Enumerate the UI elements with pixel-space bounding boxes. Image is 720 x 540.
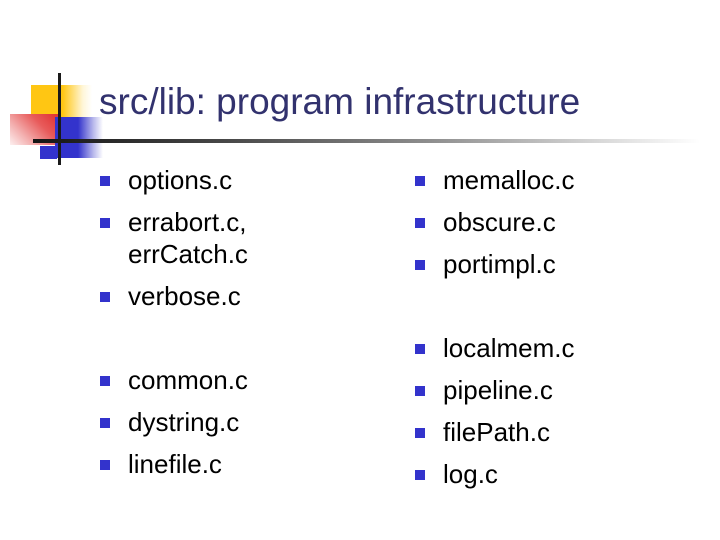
square-bullet-icon	[415, 260, 425, 270]
list-item: options.c	[100, 164, 340, 196]
square-bullet-icon	[100, 292, 110, 302]
square-bullet-icon	[415, 470, 425, 480]
list-item-text: obscure.c	[443, 207, 556, 237]
list-item-text: verbose.c	[128, 281, 241, 311]
bullet-group: memalloc.c obscure.c portimpl.c	[415, 164, 655, 280]
list-item: pipeline.c	[415, 374, 655, 406]
crosshair-vertical-line	[58, 73, 61, 165]
list-item: verbose.c	[100, 280, 340, 312]
square-bullet-icon	[100, 218, 110, 228]
list-item: dystring.c	[100, 406, 340, 438]
bullet-group: common.c dystring.c linefile.c	[100, 364, 340, 480]
list-item-text: options.c	[128, 165, 233, 195]
list-item-text: log.c	[443, 459, 498, 489]
list-item-text: linefile.c	[128, 449, 222, 479]
list-item-text: errabort.c, errCatch.c	[128, 207, 248, 269]
title-underline-rule	[33, 139, 700, 143]
list-item-text: memalloc.c	[443, 165, 575, 195]
bullet-group: options.c errabort.c, errCatch.c verbose…	[100, 164, 340, 312]
list-item: obscure.c	[415, 206, 655, 238]
list-item: common.c	[100, 364, 340, 396]
list-item: portimpl.c	[415, 248, 655, 280]
accent-blue-square	[55, 117, 103, 158]
bullet-column-right: memalloc.c obscure.c portimpl.c localmem…	[415, 164, 655, 500]
square-bullet-icon	[100, 418, 110, 428]
list-item-text: dystring.c	[128, 407, 240, 437]
list-item: linefile.c	[100, 448, 340, 480]
square-bullet-icon	[415, 386, 425, 396]
list-item-text: pipeline.c	[443, 375, 553, 405]
square-bullet-icon	[100, 376, 110, 386]
list-item-text: common.c	[128, 365, 248, 395]
group-spacer	[100, 322, 340, 364]
square-bullet-icon	[100, 460, 110, 470]
group-spacer	[415, 290, 655, 332]
list-item-text: portimpl.c	[443, 249, 556, 279]
accent-blue-small-square	[40, 146, 57, 159]
bullet-column-left: options.c errabort.c, errCatch.c verbose…	[100, 164, 340, 490]
list-item-text: filePath.c	[443, 417, 550, 447]
square-bullet-icon	[100, 176, 110, 186]
bullet-group: localmem.c pipeline.c filePath.c log.c	[415, 332, 655, 490]
slide-title: src/lib: program infrastructure	[99, 81, 581, 122]
square-bullet-icon	[415, 176, 425, 186]
square-bullet-icon	[415, 344, 425, 354]
list-item-text: localmem.c	[443, 333, 575, 363]
list-item: memalloc.c	[415, 164, 655, 196]
square-bullet-icon	[415, 428, 425, 438]
list-item: log.c	[415, 458, 655, 490]
square-bullet-icon	[415, 218, 425, 228]
list-item: errabort.c, errCatch.c	[100, 206, 340, 270]
list-item: filePath.c	[415, 416, 655, 448]
list-item: localmem.c	[415, 332, 655, 364]
